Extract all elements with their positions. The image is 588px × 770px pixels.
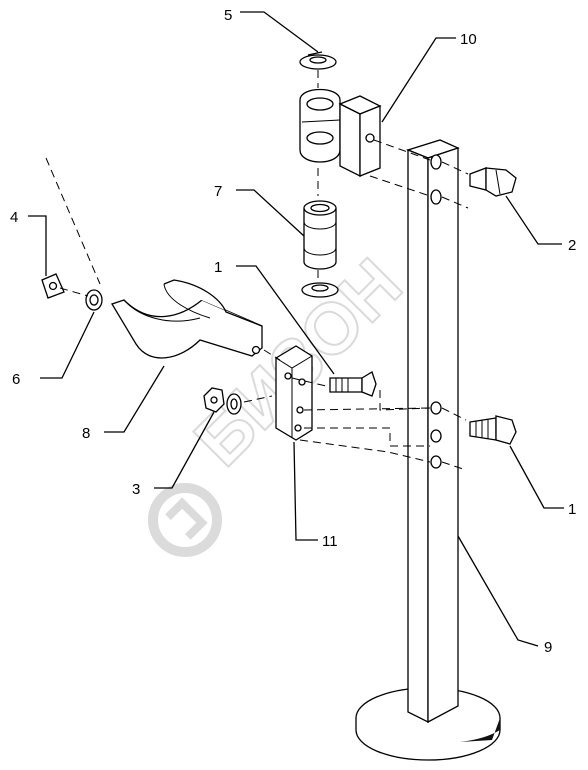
callout-labels: 5 10 7 2 4 1 6 8 3 11 1 9: [10, 7, 576, 656]
callout-1-upper: 1: [214, 259, 222, 276]
post-part-9: [355, 139, 501, 761]
nut-part-3: [203, 387, 242, 415]
callout-2: 2: [568, 237, 576, 254]
callout-6: 6: [12, 371, 20, 388]
plate-part-11: [275, 345, 313, 441]
leader-lines: [28, 11, 564, 647]
callout-3: 3: [132, 481, 140, 498]
washer-part-6: [85, 289, 103, 311]
assembly-dashed-lines: [45, 70, 469, 471]
clamp-part-8: [111, 279, 263, 359]
callout-7: 7: [214, 183, 222, 200]
bolt-part-2: [469, 167, 517, 197]
callout-4: 4: [10, 209, 18, 226]
bolt-part-1-upper: [329, 371, 377, 397]
callout-10: 10: [460, 31, 477, 48]
square-nut-part-4: [41, 273, 65, 299]
callout-8: 8: [82, 425, 90, 442]
callout-1-lower: 1: [568, 501, 576, 518]
bolt-part-1-lower: [469, 415, 517, 445]
callout-5: 5: [224, 7, 232, 24]
callout-11: 11: [322, 533, 338, 550]
bracket-part-10: [299, 88, 382, 178]
sleeve-part-7: [301, 200, 339, 298]
clip-part-5: [299, 51, 337, 70]
callout-9: 9: [544, 639, 552, 656]
